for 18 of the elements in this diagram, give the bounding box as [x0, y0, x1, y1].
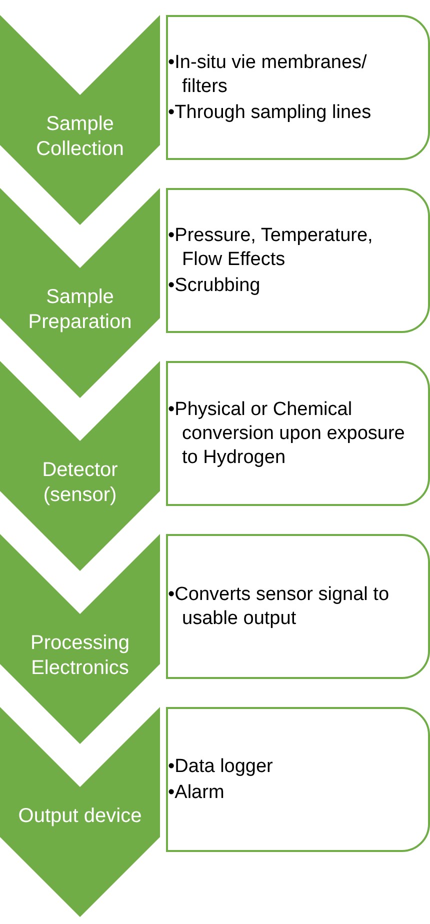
step-label: Processing Electronics [30, 631, 130, 681]
bullet-text: •Pressure, Temperature, Flow Effects [168, 224, 374, 272]
bullet-panel [166, 15, 430, 160]
bullet-text: •Physical or Chemical conversion upon exposure to Hydrogen [168, 398, 406, 470]
step-label: Sample Collection [35, 112, 125, 162]
step-label: Output device [18, 804, 142, 829]
bullet-text: •Scrubbing [168, 274, 262, 298]
step-label: Detector (sensor) [41, 458, 119, 508]
bullet-text: •Converts sensor signal to usable output [168, 582, 390, 630]
bullet-text: •Alarm [168, 780, 226, 804]
bullet-text: •Data logger [168, 754, 273, 778]
bullet-panel [166, 534, 430, 679]
bullet-text: •In-situ vie membranes/ filters [168, 50, 368, 98]
step-label: Sample Preparation [27, 285, 133, 335]
bullet-panel [166, 361, 430, 506]
bullet-text: •Through sampling lines [168, 100, 372, 124]
bullet-panel [166, 707, 430, 852]
bullet-panel [166, 188, 430, 333]
